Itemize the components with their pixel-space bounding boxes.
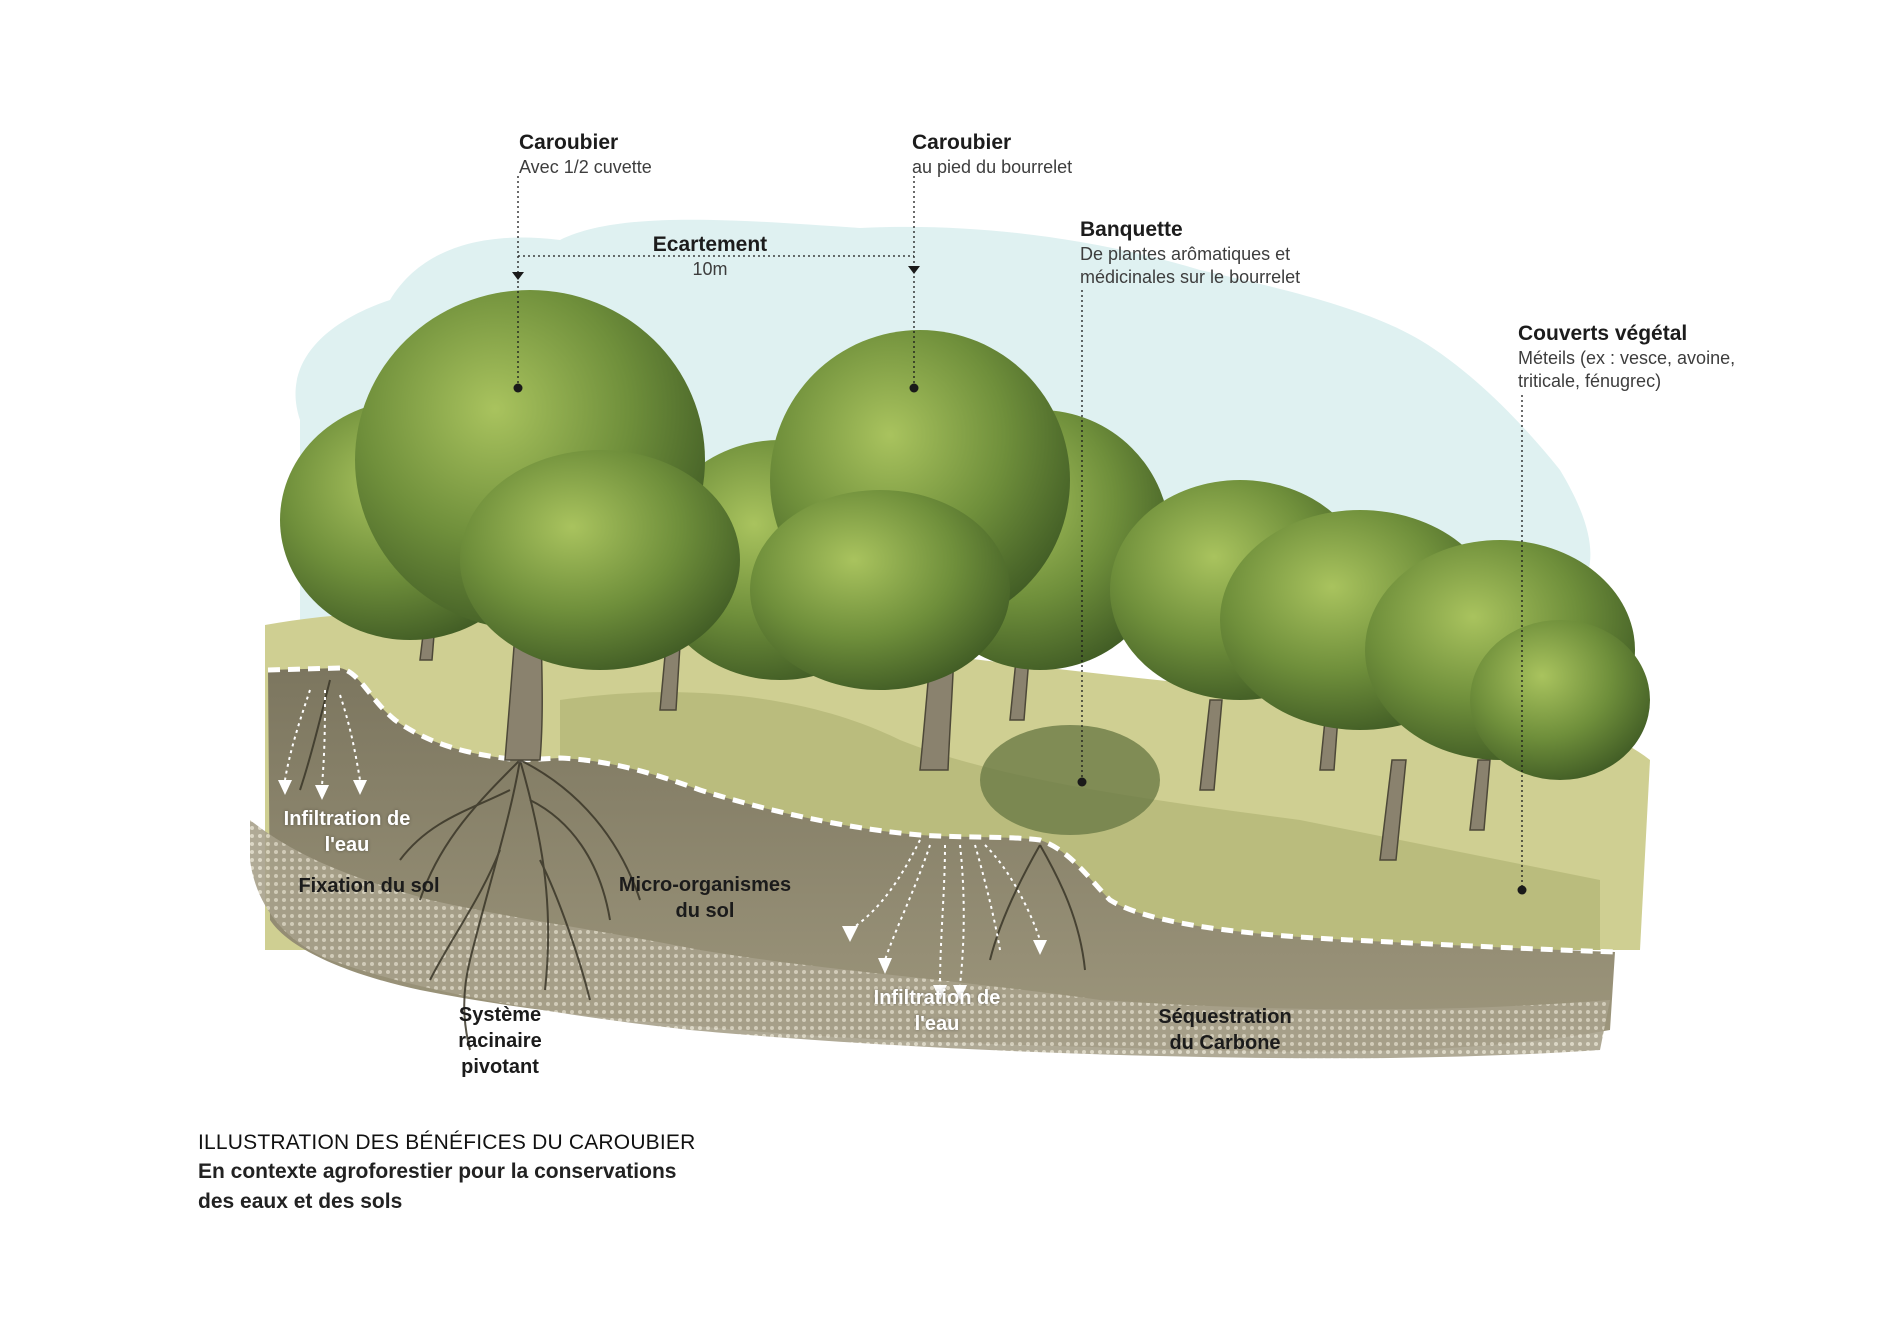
cover-line2: triticale, fénugrec) <box>1518 370 1662 391</box>
infiltration-left-line1: Infiltration de <box>283 808 411 830</box>
spacing-title: Ecartement <box>652 233 768 256</box>
annotation-arrowheads <box>512 266 920 280</box>
annotation-leaders <box>517 176 1523 890</box>
ground-surface-line <box>267 665 1616 955</box>
caption-line1: En contexte agroforestier pour la conser… <box>198 1160 677 1184</box>
cover-line1: Méteils (ex : vesce, avoine, <box>1518 348 1736 369</box>
fixation-line1: Fixation du sol <box>298 875 440 897</box>
soil-label-fixation: Fixation du sol <box>284 873 454 899</box>
infiltration-left-line2: l'eau <box>324 834 370 856</box>
soil-label-infiltration-center: Infiltration de l'eau <box>852 985 1022 1037</box>
carbon-line1: Séquestration <box>1158 1006 1292 1028</box>
label-spacing: Ecartement 10m <box>640 232 780 281</box>
tree1-title: Caroubier <box>519 131 619 154</box>
herb-banquette <box>980 725 1160 835</box>
root-system <box>299 679 1086 1051</box>
banquette-line2: médicinales sur le bourrelet <box>1080 266 1301 287</box>
banquette-line1: De plantes arômatiques et <box>1080 244 1291 265</box>
label-cover: Couverts végétal Méteils (ex : vesce, av… <box>1518 321 1735 392</box>
label-tree1: Caroubier Avec 1/2 cuvette <box>519 130 652 179</box>
tree-canopies <box>280 290 1650 780</box>
micro-line2: du sol <box>675 900 735 922</box>
soil-label-micro: Micro-organismes du sol <box>600 872 810 924</box>
caption-line2: des eaux et des sols <box>198 1189 403 1213</box>
carbon-line2: du Carbone <box>1169 1032 1281 1054</box>
label-tree2: Caroubier au pied du bourrelet <box>912 130 1072 179</box>
infiltration-arrowheads <box>278 780 1047 1000</box>
spacing-value: 10m <box>692 259 728 280</box>
soil-label-carbon: Séquestration du Carbone <box>1140 1004 1310 1056</box>
root-system-line3: pivotant <box>461 1056 539 1078</box>
figure-caption: ILLUSTRATION DES BÉNÉFICES DU CAROUBIER … <box>198 1128 696 1216</box>
infiltration-arrows <box>284 689 1041 986</box>
infiltration-center-line2: l'eau <box>914 1013 960 1035</box>
infiltration-center-line1: Infiltration de <box>873 987 1001 1009</box>
tree1-subtitle: Avec 1/2 cuvette <box>519 157 652 178</box>
label-banquette: Banquette De plantes arômatiques et médi… <box>1080 217 1300 288</box>
soil-label-root-system: Système racinaire pivotant <box>440 1002 560 1080</box>
soil-label-infiltration-left: Infiltration de l'eau <box>262 806 432 858</box>
tree2-title: Caroubier <box>912 131 1012 154</box>
root-system-line2: racinaire <box>458 1030 542 1052</box>
cover-title: Couverts végétal <box>1518 322 1688 345</box>
banquette-title: Banquette <box>1080 218 1183 241</box>
annotation-dots <box>513 383 1527 895</box>
tree2-subtitle: au pied du bourrelet <box>912 157 1073 178</box>
micro-line1: Micro-organismes <box>618 874 792 896</box>
root-system-line1: Système <box>458 1004 542 1026</box>
caption-title: ILLUSTRATION DES BÉNÉFICES DU CAROUBIER <box>198 1131 696 1154</box>
